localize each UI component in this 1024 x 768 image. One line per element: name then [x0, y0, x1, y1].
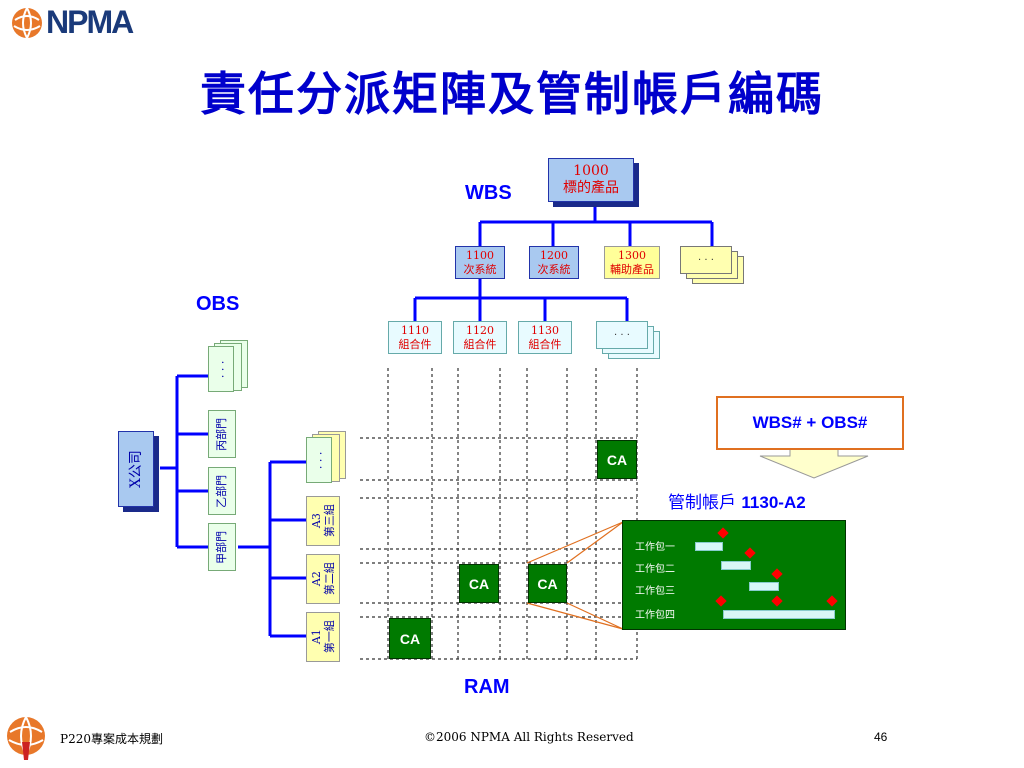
- obs-group-more: . . .: [306, 437, 332, 483]
- obs-group-code: A3: [309, 513, 323, 529]
- npma-logo: NPMA: [10, 4, 134, 41]
- wbs-node-name: 組合件: [463, 337, 497, 351]
- obs-dept-label: 甲部門: [214, 530, 228, 564]
- obs-dept-bing: 丙部門: [208, 410, 236, 458]
- wbs-root-code: 1000: [573, 163, 609, 180]
- ram-label: RAM: [464, 676, 510, 698]
- wbs-more-dots: . . .: [596, 321, 648, 349]
- obs-group-code: A1: [309, 629, 323, 645]
- wbs-node-code: 1100: [466, 249, 494, 263]
- obs-dept-yi: 乙部門: [208, 467, 236, 515]
- wbs-more-dots: . . .: [680, 246, 732, 274]
- wbs-node-name: 次系統: [537, 262, 571, 276]
- wbs-root-name: 標的產品: [563, 180, 619, 196]
- formula-box: WBS# + OBS#: [716, 396, 904, 450]
- globe-icon: [12, 7, 42, 38]
- obs-group-code: A2: [309, 571, 323, 587]
- control-account-prefix: 管制帳戶: [668, 493, 736, 513]
- control-account-label: 管制帳戶 1130-A2: [668, 488, 806, 513]
- obs-root-label: X公司: [127, 450, 144, 488]
- wbs-label: WBS: [465, 182, 512, 204]
- milestone-icon: [744, 547, 756, 559]
- ca-cell-1130-a2: CA: [528, 564, 567, 603]
- wbs-node-1200: 1200 次系統: [529, 246, 579, 279]
- wbs-node-code: 1110: [401, 324, 429, 338]
- work-package-label: 工作包二: [635, 564, 675, 575]
- footer-course: P220專案成本規劃: [60, 732, 163, 746]
- obs-group-name: 第一組: [322, 620, 335, 654]
- milestone-icon: [826, 595, 838, 607]
- obs-group-name: 第二組: [322, 562, 335, 596]
- work-package-label: 工作包三: [635, 586, 675, 597]
- milestone-icon: [771, 568, 783, 580]
- obs-dept-label: 丙部門: [214, 417, 228, 451]
- work-package-bar: [695, 542, 723, 551]
- wbs-root-node: 1000 標的產品: [548, 158, 634, 202]
- milestone-icon: [715, 595, 727, 607]
- obs-group-more-label: . . .: [311, 451, 325, 469]
- wbs-node-1120: 1120 組合件: [453, 321, 507, 354]
- work-package-bar: [749, 582, 779, 591]
- wbs-node-name: 次系統: [463, 262, 497, 276]
- work-package-bar: [721, 561, 751, 570]
- page-number: 46: [874, 730, 888, 744]
- obs-dept-more-label: . . .: [213, 360, 227, 378]
- ca-cell-1110-a1: CA: [389, 618, 431, 659]
- footer-logo: [4, 714, 48, 766]
- wbs-node-1130: 1130 組合件: [518, 321, 572, 354]
- logo-text: NPMA: [46, 4, 134, 40]
- obs-dept-jia: 甲部門: [208, 523, 236, 571]
- obs-group-name: 第三組: [322, 504, 335, 538]
- obs-label: OBS: [196, 293, 240, 315]
- footer-copyright: ©2006 NPMA All Rights Reserved: [424, 730, 634, 744]
- milestone-icon: [771, 595, 783, 607]
- wbs-node-name: 組合件: [528, 337, 562, 351]
- control-account-code: 1130-A2: [741, 493, 806, 512]
- obs-root-node: X公司: [118, 431, 154, 507]
- obs-dept-more: . . .: [208, 346, 234, 392]
- globe-person-icon: [7, 716, 45, 760]
- wbs-node-code: 1200: [540, 249, 568, 263]
- obs-dept-label: 乙部門: [214, 474, 228, 508]
- milestone-icon: [717, 527, 729, 539]
- work-package-label: 工作包四: [635, 610, 675, 621]
- wbs-node-1300: 1300 輔助產品: [604, 246, 660, 279]
- wbs-node-name: 輔助產品: [610, 262, 654, 276]
- page-title: 責任分派矩陣及管制帳戶編碼: [200, 67, 824, 121]
- work-package-bar: [723, 610, 835, 619]
- wbs-node-code: 1120: [466, 324, 494, 338]
- wbs-node-code: 1130: [531, 324, 559, 338]
- ca-cell-1130-a3: CA: [597, 440, 637, 479]
- ca-cell-1120-a2: CA: [459, 564, 499, 603]
- work-package-panel: 工作包一 工作包二 工作包三 工作包四: [622, 520, 846, 630]
- wbs-node-1110: 1110 組合件: [388, 321, 442, 354]
- work-package-label: 工作包一: [635, 542, 675, 553]
- wbs-node-code: 1300: [618, 249, 646, 263]
- wbs-node-name: 組合件: [398, 337, 432, 351]
- wbs-node-1100: 1100 次系統: [455, 246, 505, 279]
